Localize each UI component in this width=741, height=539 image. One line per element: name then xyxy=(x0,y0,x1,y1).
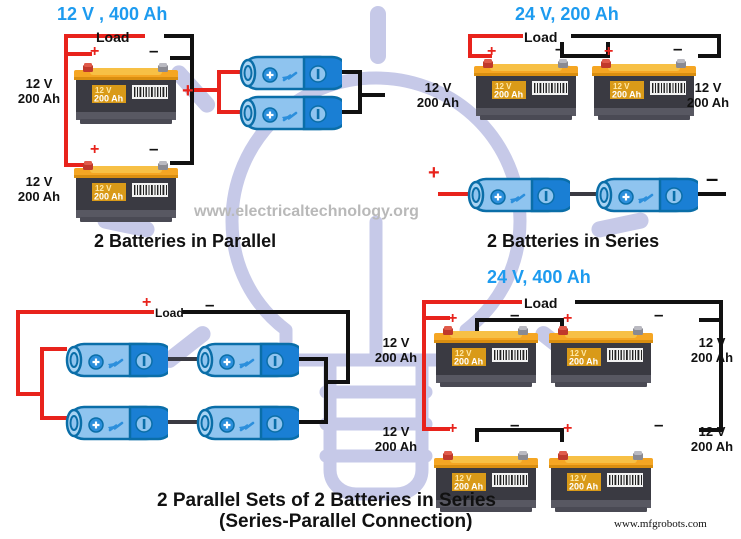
caption-parallel: 2 Batteries in Parallel xyxy=(94,231,277,251)
heading-series: 24 V, 200 Ah xyxy=(515,4,619,24)
polarity-minus: – xyxy=(654,305,664,324)
polarity-minus: – xyxy=(510,305,520,324)
lead-acid-battery: 12 V 200 Ah xyxy=(74,63,178,124)
heading-parallel: 12 V , 400 Ah xyxy=(57,4,168,24)
spec-label-br-battery-3: 12 V 200 Ah xyxy=(367,424,425,454)
lead-acid-battery: 12 V 200 Ah xyxy=(474,59,578,120)
spec-voltage: 12 V xyxy=(698,424,726,439)
caption-series: 2 Batteries in Series xyxy=(487,231,660,251)
caption-series-parallel-line2: (Series-Parallel Connection) xyxy=(219,511,473,532)
cylindrical-cell xyxy=(467,177,570,213)
svg-text:200 Ah: 200 Ah xyxy=(454,482,483,492)
interconnect-wire-sp-cells xyxy=(166,357,198,424)
svg-text:200 Ah: 200 Ah xyxy=(94,192,123,202)
spec-label-br-battery-4: 12 V 200 Ah xyxy=(683,424,741,454)
spec-capacity: 200 Ah xyxy=(686,95,730,110)
svg-text:12 V: 12 V xyxy=(455,474,472,483)
polarity-plus: + xyxy=(604,43,614,60)
load-label-parallel: Load xyxy=(96,29,130,45)
cylindrical-cell xyxy=(65,342,168,378)
spec-voltage: 12 V xyxy=(694,80,722,95)
svg-text:12 V: 12 V xyxy=(613,82,630,91)
spec-capacity: 200 Ah xyxy=(690,439,734,454)
secondary-watermark: www.mfgrobots.com xyxy=(614,518,707,530)
negative-wire-series xyxy=(560,34,721,58)
svg-text:12 V: 12 V xyxy=(95,184,112,193)
caption-series-parallel-line1: 2 Parallel Sets of 2 Batteries in Series xyxy=(157,490,497,511)
lead-acid-battery: 12 V 200 Ah xyxy=(434,326,538,387)
svg-text:200 Ah: 200 Ah xyxy=(612,90,641,100)
svg-text:200 Ah: 200 Ah xyxy=(569,357,598,367)
svg-text:12 V: 12 V xyxy=(495,82,512,91)
polarity-minus: – xyxy=(706,166,719,191)
lead-acid-battery: 12 V 200 Ah xyxy=(549,451,653,512)
polarity-minus: – xyxy=(510,415,520,434)
spec-label-tr-battery-2: 12 V 200 Ah xyxy=(679,80,737,110)
polarity-minus: – xyxy=(366,82,379,107)
polarity-plus: + xyxy=(428,162,440,184)
polarity-minus: – xyxy=(149,41,159,60)
polarity-plus: + xyxy=(563,420,573,437)
spec-label-br-battery-1: 12 V 200 Ah xyxy=(367,335,425,365)
svg-text:12 V: 12 V xyxy=(570,474,587,483)
polarity-minus: – xyxy=(149,139,159,158)
spec-voltage: 12 V xyxy=(25,76,53,91)
load-label-sp-batteries: Load xyxy=(524,295,558,311)
load-label-sp-cells: Load xyxy=(155,306,184,320)
spec-voltage: 12 V xyxy=(382,335,410,350)
lead-acid-battery: 12 V 200 Ah xyxy=(74,161,178,222)
polarity-plus: + xyxy=(90,43,100,60)
lead-acid-battery: 12 V 200 Ah xyxy=(549,326,653,387)
polarity-plus: + xyxy=(448,310,458,327)
svg-text:200 Ah: 200 Ah xyxy=(94,94,123,104)
spec-voltage: 12 V xyxy=(25,174,53,189)
spec-capacity: 200 Ah xyxy=(416,95,460,110)
spec-label-tr-battery-1: 12 V 200 Ah xyxy=(409,80,467,110)
svg-text:200 Ah: 200 Ah xyxy=(454,357,483,367)
heading-series-parallel: 24 V, 400 Ah xyxy=(487,267,591,287)
polarity-minus: – xyxy=(654,415,664,434)
spec-capacity: 200 Ah xyxy=(374,439,418,454)
site-watermark: www.electricaltechnology.org xyxy=(194,203,419,220)
svg-text:12 V: 12 V xyxy=(455,349,472,358)
spec-capacity: 200 Ah xyxy=(17,189,61,204)
spec-label-br-battery-2: 12 V 200 Ah xyxy=(683,335,741,365)
spec-capacity: 200 Ah xyxy=(374,350,418,365)
polarity-minus: – xyxy=(205,295,215,314)
spec-capacity: 200 Ah xyxy=(17,91,61,106)
cylindrical-cell xyxy=(239,55,342,91)
svg-text:200 Ah: 200 Ah xyxy=(569,482,598,492)
spec-label-tl-battery-1: 12 V 200 Ah xyxy=(10,76,68,106)
svg-text:12 V: 12 V xyxy=(570,349,587,358)
lead-acid-battery: 12 V 200 Ah xyxy=(434,451,538,512)
spec-label-tl-battery-2: 12 V 200 Ah xyxy=(10,174,68,204)
load-label-series: Load xyxy=(524,29,558,45)
polarity-minus: – xyxy=(673,39,683,58)
polarity-plus: + xyxy=(448,420,458,437)
spec-voltage: 12 V xyxy=(698,335,726,350)
polarity-plus: + xyxy=(182,80,194,102)
svg-text:12 V: 12 V xyxy=(95,86,112,95)
polarity-minus: – xyxy=(555,39,565,58)
polarity-plus: + xyxy=(90,141,100,158)
polarity-plus: + xyxy=(487,43,497,60)
cylindrical-cell xyxy=(65,405,168,441)
spec-voltage: 12 V xyxy=(424,80,452,95)
lead-acid-battery: 12 V 200 Ah xyxy=(592,59,696,120)
cylindrical-cell xyxy=(239,95,342,131)
spec-voltage: 12 V xyxy=(382,424,410,439)
polarity-plus: + xyxy=(563,310,573,327)
polarity-plus: + xyxy=(142,294,152,311)
positive-wire-cells-parallel xyxy=(194,70,242,114)
cylindrical-cell xyxy=(196,342,299,378)
cylindrical-cell xyxy=(196,405,299,441)
spec-capacity: 200 Ah xyxy=(690,350,734,365)
svg-text:200 Ah: 200 Ah xyxy=(494,90,523,100)
cylindrical-cell xyxy=(595,177,698,213)
